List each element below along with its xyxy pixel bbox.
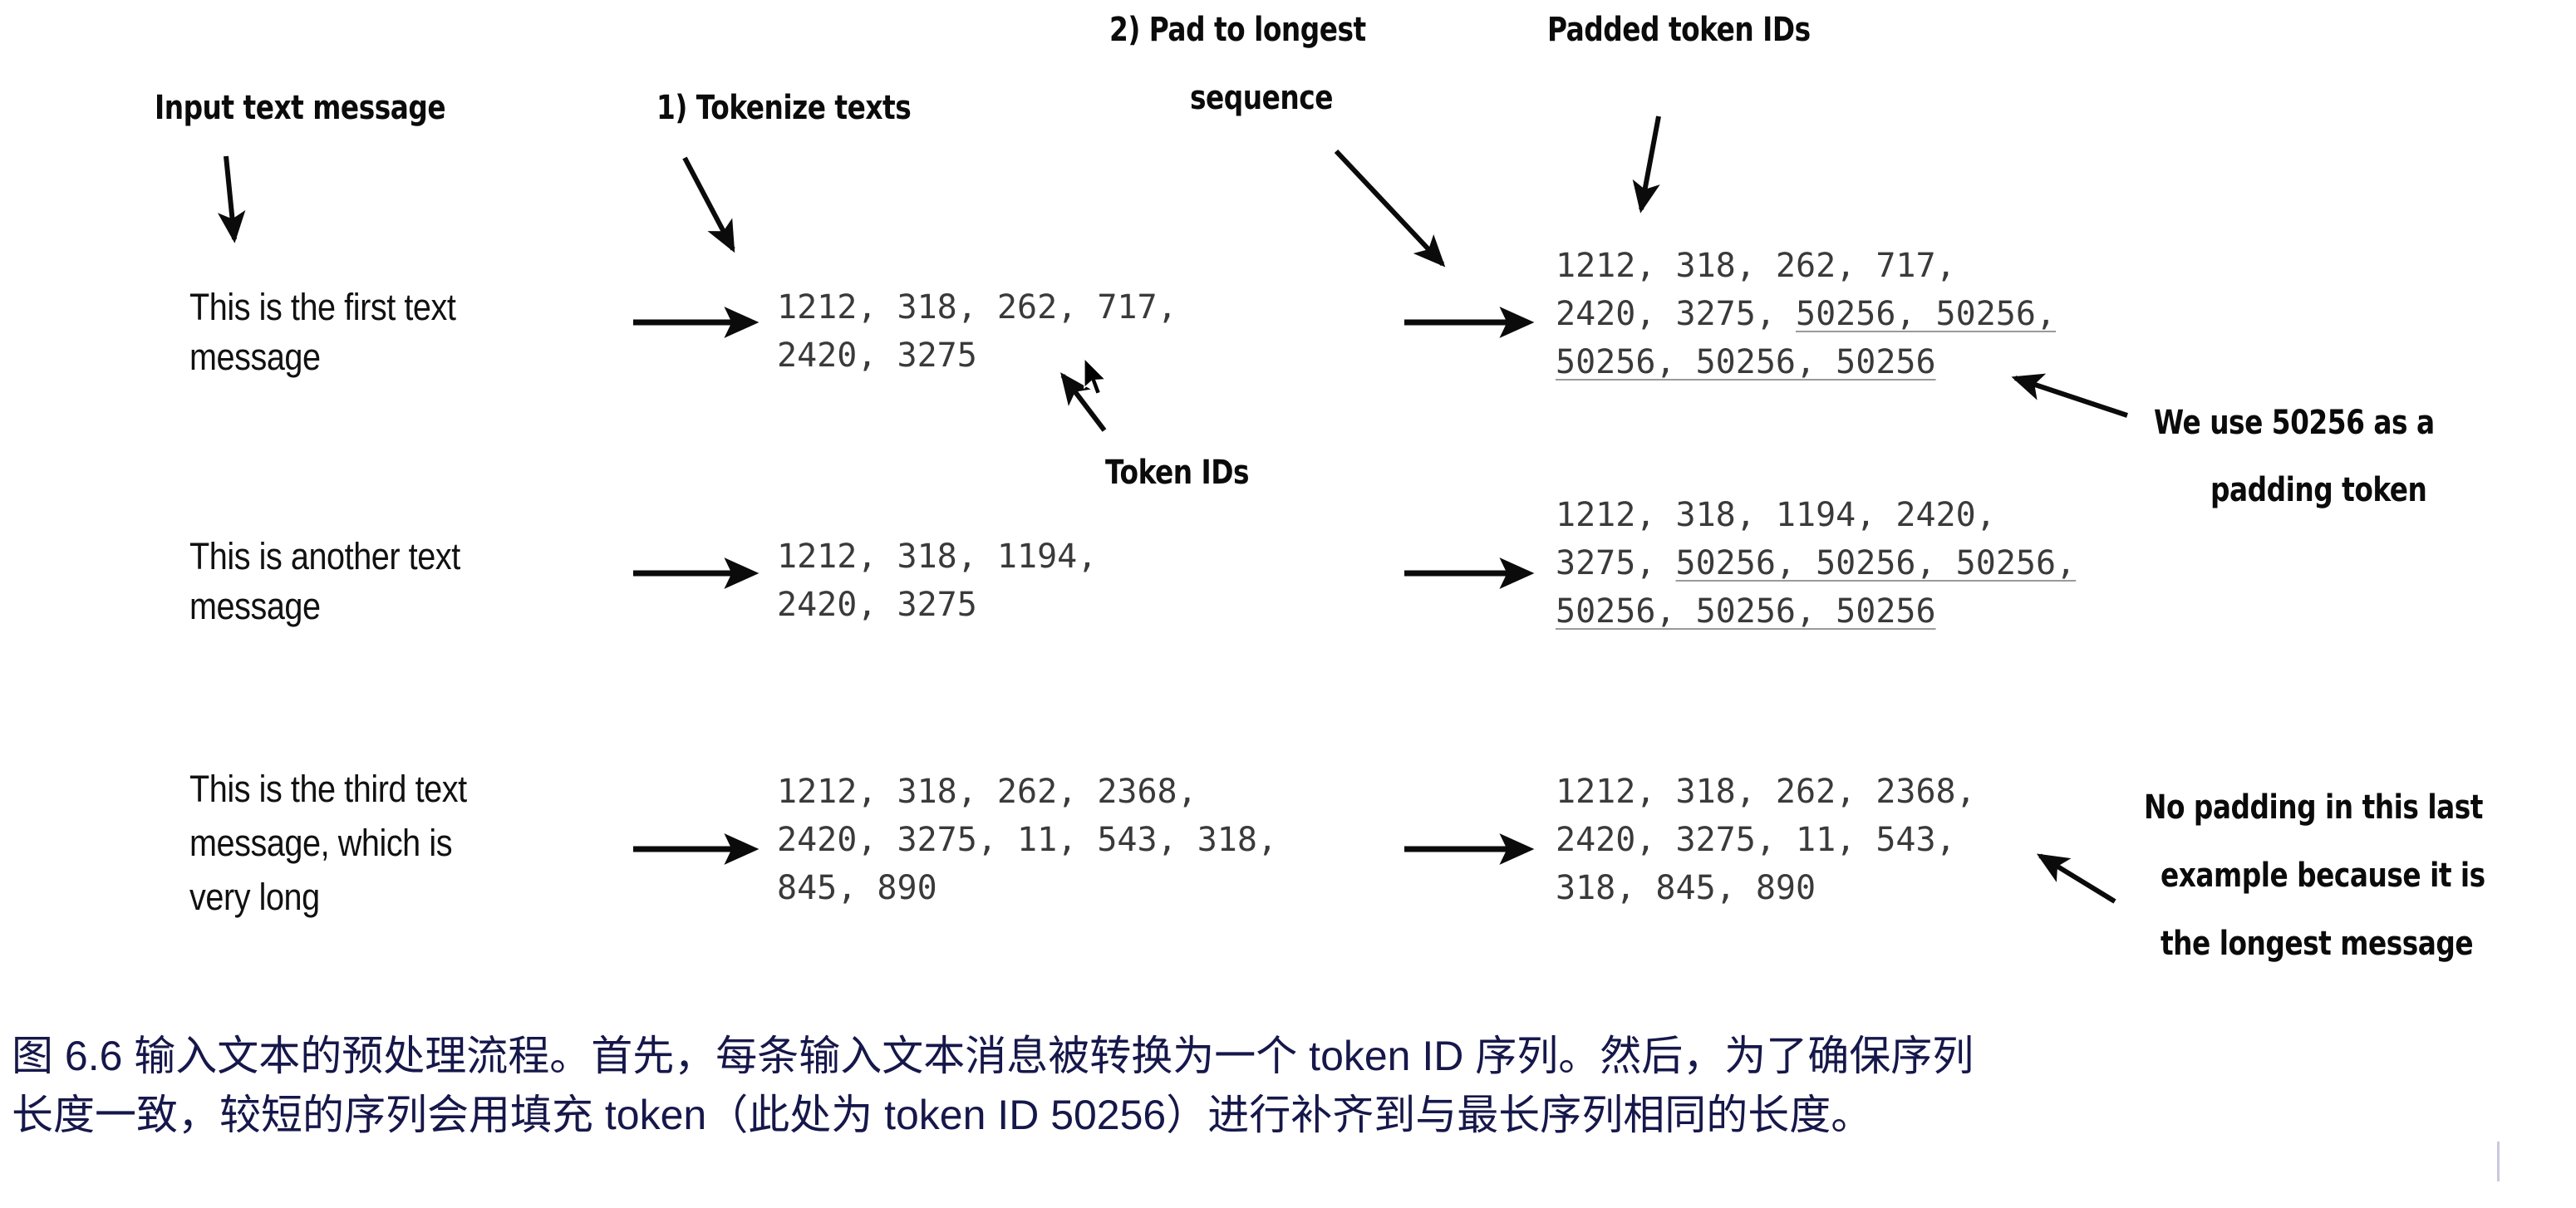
token-ids-row-3-line-1: 1212, 318, 262, 2368, [777,773,1197,811]
token-ids-row-2-line-1: 1212, 318, 1194, [777,538,1098,576]
padded-token-ids-row-3-line-1: 1212, 318, 262, 2368, [1556,773,1976,811]
token-ids-row-1-line-2: 2420, 3275 [777,336,977,375]
input-message-row-3-line-1: This is the third text [189,768,467,810]
arrow-pad-to-longest-down [1334,149,1446,268]
padded-token-ids-row-3-line-3: 318, 845, 890 [1556,869,1816,907]
annotation-padding-note-line-2: padding token [2210,471,2427,509]
header-tokenize-texts: 1) Tokenize texts [656,89,912,127]
padded-token-ids-row-1-line-1: 1212, 318, 262, 717, [1556,247,1956,285]
input-message-row-2-line-1: This is another text [189,535,460,577]
arrow-tokenize-texts-down [682,156,735,253]
input-message-row-1-line-2: message [189,336,321,378]
padded-row-1-line-2-pad: 50256, 50256, [1795,295,2057,333]
padded-row-1-line-3-pad: 50256, 50256, 50256 [1556,343,1936,381]
token-ids-row-1-line-1: 1212, 318, 262, 717, [777,288,1177,327]
input-message-row-2-line-2: message [189,585,321,627]
padded-row-1-line-2-plain: 2420, 3275, [1556,295,1796,333]
padded-token-ids-row-3-line-2: 2420, 3275, 11, 543, [1556,821,1956,859]
figure-caption-line-2: 长度一致，较短的序列会用填充 token（此处为 token ID 50256）… [12,1092,1873,1138]
padded-row-2-line-3-pad: 50256, 50256, 50256 [1556,592,1936,631]
padded-token-ids-row-2-line-1: 1212, 318, 1194, 2420, [1556,496,1996,534]
annotation-padding-note-line-1: We use 50256 as a [2154,404,2435,442]
annotation-no-padding-line-3: the longest message [2161,925,2474,963]
input-message-row-1-line-1: This is the first text [189,286,456,328]
header-pad-to-longest-line1: 2) Pad to longest [1109,11,1366,49]
arrow-no-padding-note-pointer [2036,853,2116,904]
token-ids-row-3-line-2: 2420, 3275, 11, 543, 318, [777,821,1278,859]
padded-row-2-line-2-plain: 3275, [1556,544,1676,582]
header-padded-token-ids: Padded token IDs [1547,11,1811,49]
token-ids-row-3-line-3: 845, 890 [777,869,937,907]
padded-token-ids-row-2-line-3: 50256, 50256, 50256 [1556,588,1936,636]
padded-token-ids-row-1-line-2: 2420, 3275, 50256, 50256, [1556,291,2056,338]
padded-token-ids-row-1-line-3: 50256, 50256, 50256 [1556,339,1936,386]
mouse-cursor-icon [1084,357,1107,395]
annotation-no-padding-line-2: example because it is [2161,857,2485,895]
input-message-row-3-line-3: very long [189,876,320,918]
arrow-padded-token-ids-down [1632,115,1661,214]
header-input-text-message: Input text message [155,89,446,127]
arrow-input-text-message-down [217,155,246,243]
figure-caption: 图 6.6 输入文本的预处理流程。首先，每条输入文本消息被转换为一个 token… [12,1027,2567,1145]
header-pad-to-longest-line2: sequence [1190,79,1333,117]
token-ids-row-2-line-2: 2420, 3275 [777,586,977,624]
arrow-padding-note-pointer [2011,373,2128,418]
input-message-row-3-line-2: message, which is [189,822,453,864]
annotation-no-padding-line-1: No padding in this last [2144,788,2483,827]
padded-token-ids-row-2-line-2: 3275, 50256, 50256, 50256, [1556,540,2076,587]
header-token-ids: Token IDs [1105,454,1250,492]
figure-caption-line-1: 图 6.6 输入文本的预处理流程。首先，每条输入文本消息被转换为一个 token… [12,1033,1974,1079]
text-caret-icon [2497,1142,2500,1181]
padded-row-2-line-2-pad: 50256, 50256, 50256, [1675,544,2077,582]
